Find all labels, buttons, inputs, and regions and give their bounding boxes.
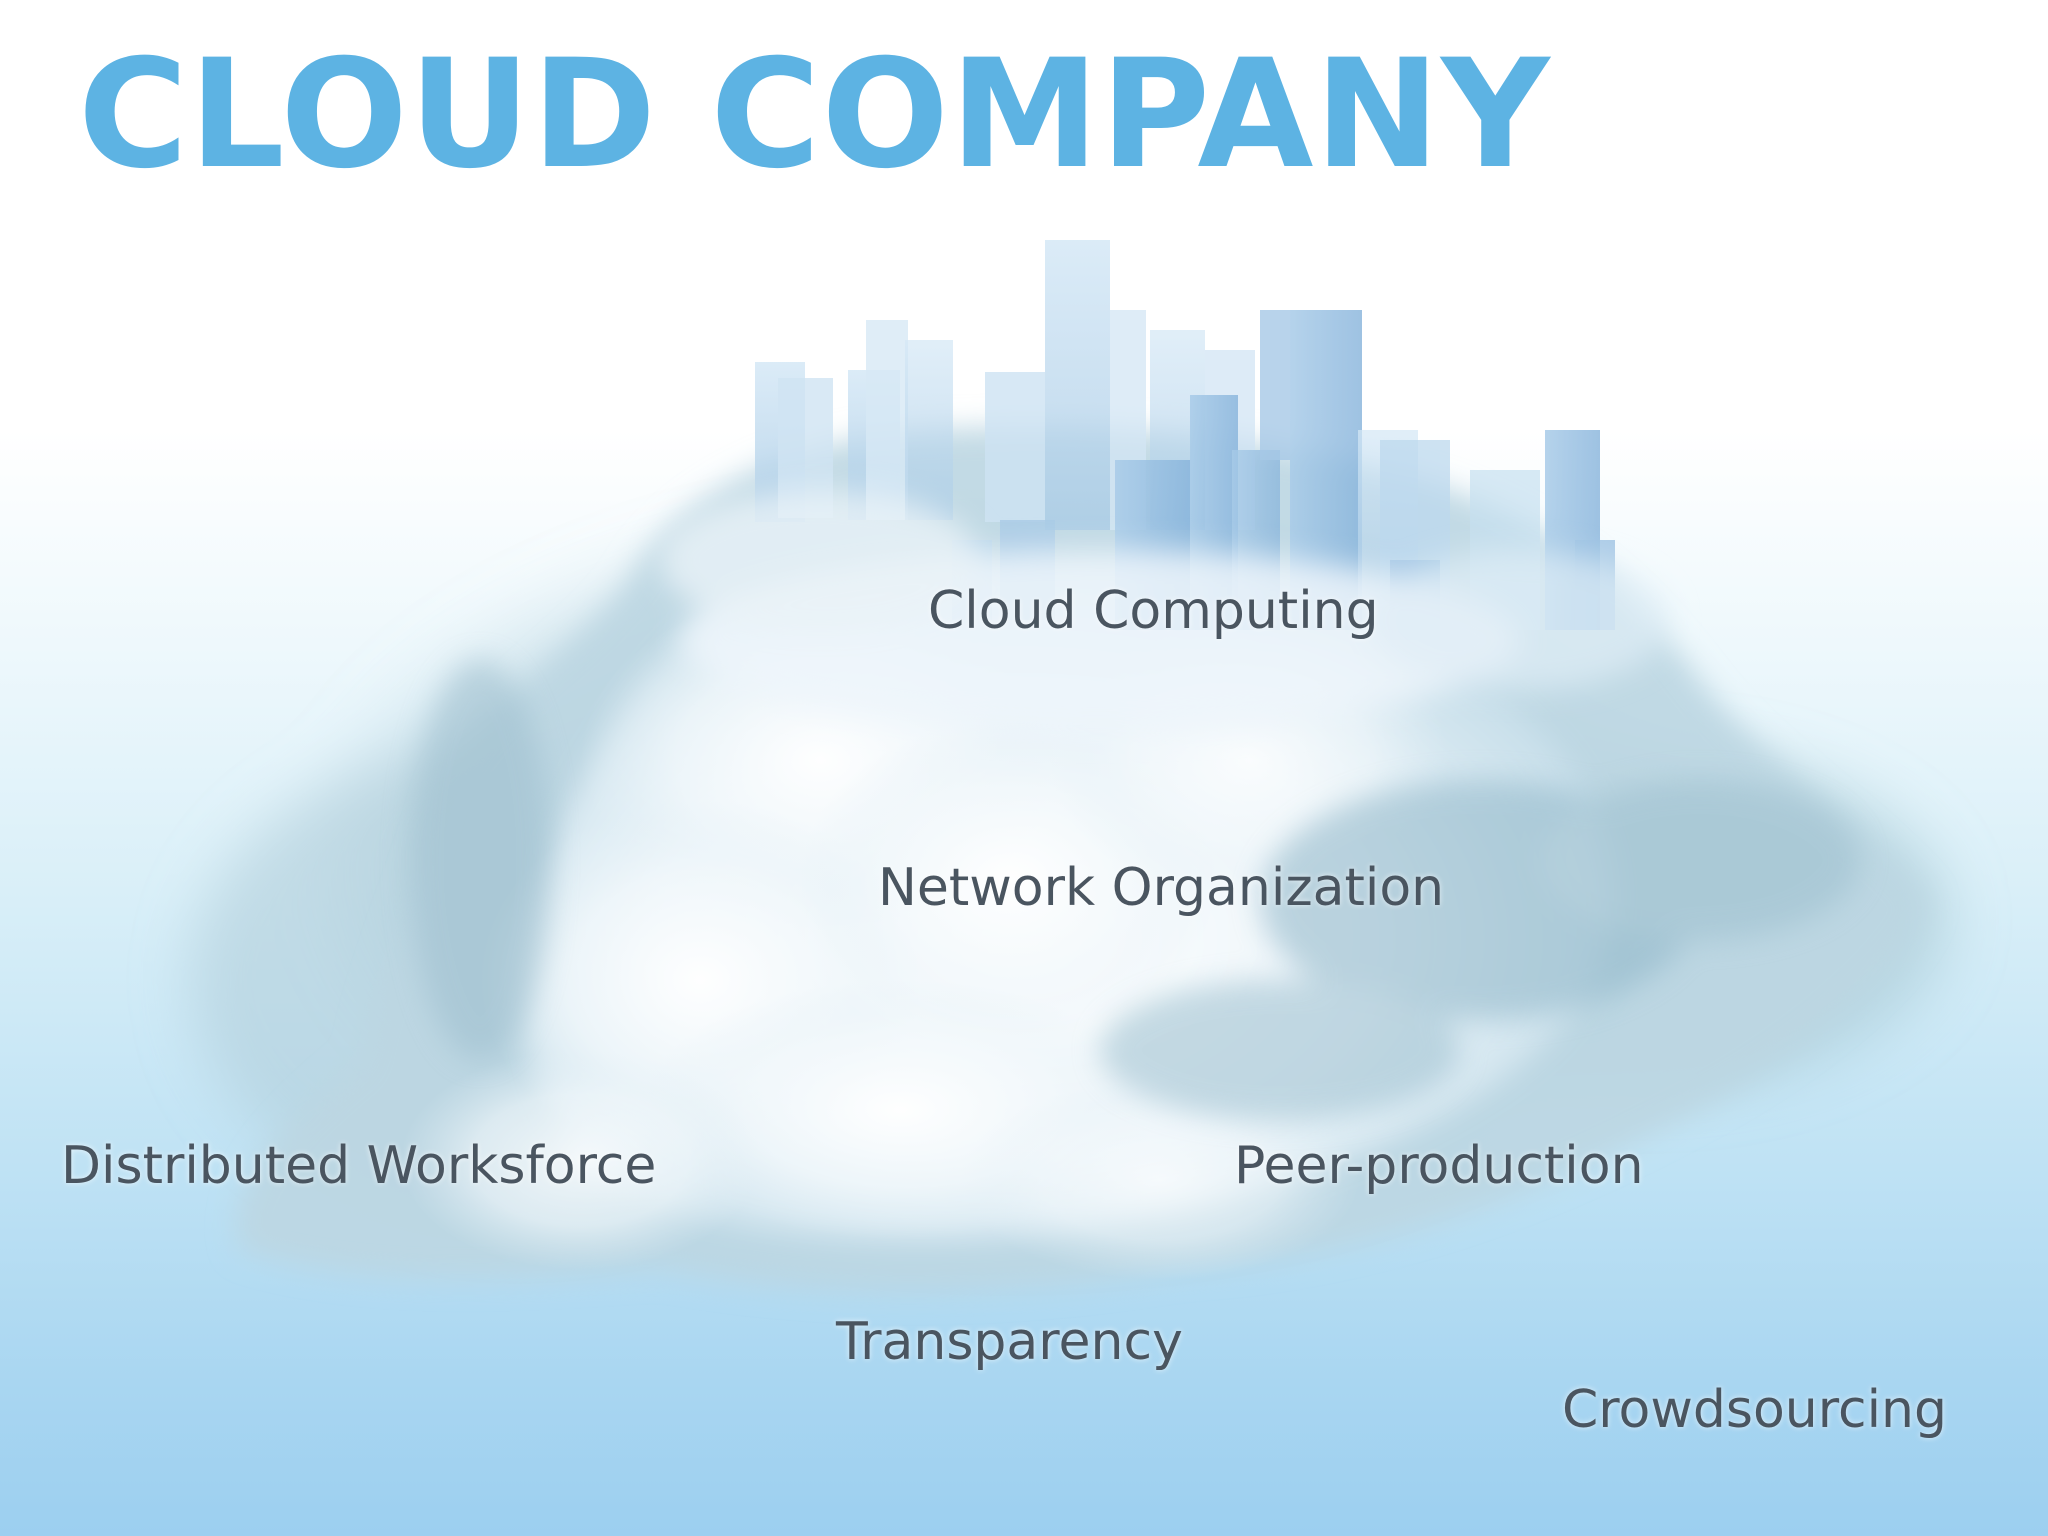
label-cloud-computing: Cloud Computing (928, 581, 1379, 641)
label-network-organization: Network Organization (878, 858, 1445, 918)
skyline-mist (660, 490, 1670, 730)
label-peer-production: Peer-production (1234, 1136, 1644, 1196)
cloud-shadow-wisps (410, 660, 1860, 1120)
label-crowdsourcing: Crowdsourcing (1562, 1380, 1947, 1440)
label-distributed-workforce: Distributed Worksforce (61, 1136, 657, 1196)
page-title: CLOUD COMPANY (78, 28, 1551, 202)
label-transparency: Transparency (836, 1312, 1183, 1372)
